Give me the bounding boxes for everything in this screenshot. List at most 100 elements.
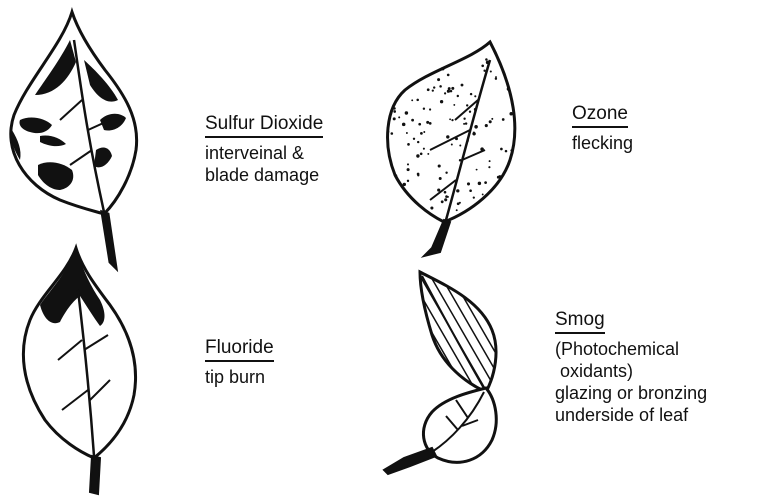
ozone-fleck (423, 108, 425, 110)
ozone-fleck (387, 130, 390, 133)
ozone-fleck (395, 174, 398, 177)
ozone-fleck (430, 206, 433, 209)
fluoride-label: Fluoride tip burn (205, 336, 274, 388)
smog-description-line-1: (Photochemical (555, 338, 707, 360)
fluoride-description-line-1: tip burn (205, 366, 274, 388)
ozone-fleck (437, 189, 440, 192)
ozone-fleck (406, 132, 408, 134)
ozone-fleck (480, 147, 484, 151)
ozone-fleck (402, 123, 406, 127)
ozone-fleck (393, 107, 395, 109)
smog-description-line-4: underside of leaf (555, 404, 707, 426)
ozone-fleck (497, 176, 500, 179)
ozone-fleck (474, 95, 476, 97)
ozone-fleck (420, 132, 423, 135)
ozone-fleck (417, 173, 420, 176)
ozone-fleck (500, 148, 503, 151)
ozone-fleck (417, 141, 419, 143)
ozone-fleck (447, 74, 450, 77)
ozone-fleck (481, 64, 484, 67)
ozone-fleck (448, 87, 451, 90)
ozone-fleck (447, 90, 450, 93)
ozone-fleck (456, 209, 458, 211)
ozone-fleck (407, 163, 409, 165)
fluoride-leaf-stem (90, 456, 100, 494)
ozone-fleck (447, 196, 449, 198)
ozone-fleck (420, 153, 423, 156)
ozone-fleck (426, 121, 429, 124)
ozone-fleck (491, 118, 493, 120)
ozone-fleck (502, 118, 505, 121)
ozone-fleck (474, 108, 477, 111)
ozone-fleck (423, 148, 425, 150)
ozone-fleck (473, 196, 475, 198)
sulfur-dioxide-description-line-2: blade damage (205, 164, 323, 186)
ozone-fleck (429, 122, 432, 125)
sulfur-dioxide-label: Sulfur Dioxide interveinal & blade damag… (205, 112, 323, 186)
ozone-fleck (509, 112, 513, 116)
ozone-title: Ozone (572, 103, 628, 128)
ozone-fleck (418, 123, 421, 126)
ozone-fleck (485, 58, 488, 61)
ozone-fleck (432, 89, 434, 91)
ozone-leaf-outline (388, 42, 515, 222)
ozone-fleck (398, 116, 400, 118)
ozone-fleck (463, 118, 465, 120)
ozone-fleck (445, 172, 447, 174)
ozone-fleck (451, 119, 453, 121)
sulfur-dioxide-leaf (11, 12, 137, 268)
sulfur-dioxide-leaf-stem (102, 212, 116, 268)
ozone-fleck (441, 200, 444, 203)
ozone-fleck (490, 70, 492, 72)
ozone-fleck (451, 144, 453, 146)
ozone-fleck (473, 132, 475, 134)
ozone-fleck (411, 99, 413, 101)
ozone-description-line-1: flecking (572, 132, 633, 154)
ozone-fleck (505, 150, 508, 153)
ozone-fleck (427, 88, 430, 91)
ozone-fleck (439, 177, 442, 180)
smog-upper-leaf-outline (420, 272, 496, 392)
ozone-fleck (411, 119, 414, 122)
ozone-fleck (486, 61, 490, 65)
ozone-fleck (423, 131, 425, 133)
smog-description-line-2: oxidants) (555, 360, 707, 382)
ozone-fleck (433, 86, 435, 88)
ozone-fleck (456, 189, 459, 192)
smog-lower-leaf-stem (384, 448, 436, 474)
ozone-fleck (463, 123, 465, 125)
ozone-fleck (439, 85, 442, 88)
ozone-fleck (391, 132, 394, 135)
smog-label: Smog (Photochemical oxidants) glazing or… (555, 308, 707, 426)
fluoride-title: Fluoride (205, 337, 274, 362)
sulfur-dioxide-title: Sulfur Dioxide (205, 113, 323, 138)
ozone-fleck (403, 183, 406, 186)
ozone-fleck (476, 169, 478, 171)
ozone-fleck (459, 159, 462, 162)
ozone-leaf-stem (424, 220, 450, 256)
ozone-fleck (488, 166, 490, 168)
ozone-fleck (437, 78, 440, 81)
ozone-fleck (469, 189, 472, 192)
ozone-fleck (407, 168, 410, 171)
ozone-fleck (465, 122, 467, 124)
ozone-fleck (451, 87, 454, 90)
ozone-fleck (440, 100, 443, 103)
ozone-fleck (467, 140, 469, 142)
ozone-fleck (453, 104, 455, 106)
ozone-fleck (459, 202, 461, 204)
ozone-leaf (387, 42, 515, 256)
ozone-fleck (444, 92, 446, 94)
ozone-fleck (489, 120, 492, 123)
ozone-fleck (461, 84, 464, 87)
ozone-fleck (495, 77, 497, 79)
sulfur-dioxide-description-line-1: interveinal & (205, 142, 323, 164)
ozone-fleck (416, 99, 419, 102)
ozone-label: Ozone flecking (572, 102, 633, 154)
ozone-fleck (450, 90, 453, 93)
ozone-fleck (407, 180, 409, 182)
ozone-fleck (510, 149, 512, 151)
ozone-fleck (484, 181, 487, 184)
ozone-fleck (449, 118, 451, 120)
ozone-fleck (467, 182, 470, 185)
